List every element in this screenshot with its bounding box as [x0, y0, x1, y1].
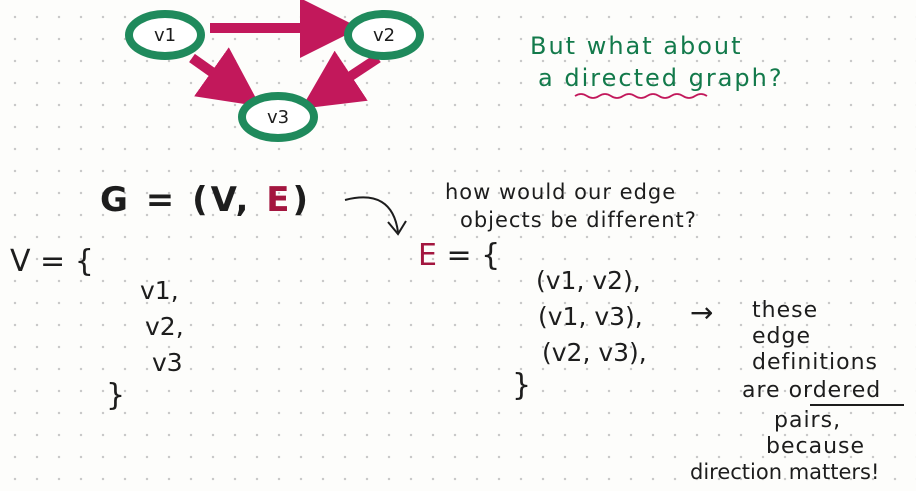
svg-text:v3: v3: [267, 107, 289, 128]
node-v1: v1: [125, 10, 205, 60]
question-prefix: a: [538, 64, 555, 92]
vertex-set-close: }: [106, 378, 126, 413]
edge-item-2: (v1, v3),: [538, 302, 643, 331]
explanation-line-3: definitions: [752, 350, 879, 375]
graph-definition: G = (V, E): [100, 180, 311, 220]
edge-v2-v3: [301, 50, 381, 109]
node-v2: v2: [344, 10, 424, 60]
question-suffix: graph?: [688, 64, 784, 92]
edge-v1-v3: [189, 47, 261, 107]
vertex-set-open: V = {: [10, 244, 94, 279]
edge-set-open: E = {: [418, 238, 500, 273]
svg-text:v1: v1: [154, 25, 176, 46]
edge-set-eq: = {: [436, 238, 501, 273]
svg-text:v2: v2: [373, 25, 395, 46]
directed-underline: [574, 93, 708, 99]
vertex-item-1: v1,: [140, 276, 179, 305]
explanation-line-4: are ordered: [742, 378, 881, 403]
edge-set-label: E: [418, 238, 437, 273]
definition-g: G = (V,: [100, 180, 267, 220]
note-line-2: objects be different?: [460, 208, 697, 232]
edge-item-1: (v1, v2),: [536, 266, 641, 295]
explanation-line-6: because: [766, 434, 866, 459]
explanation-line-5: pairs,: [774, 408, 842, 433]
node-v3: v3: [238, 92, 318, 142]
note-line-1: how would our edge: [445, 180, 677, 204]
explanation-line-2: edge: [752, 324, 811, 349]
edge-item-3: (v2, v3),: [542, 338, 647, 367]
question-emphasis: directed: [564, 64, 679, 92]
curved-arrow: [344, 196, 399, 233]
explanation-line-7: direction matters!: [690, 460, 880, 484]
definition-e: E: [266, 180, 293, 220]
explanation-are: are: [742, 378, 781, 403]
edge-set-close: }: [512, 368, 532, 403]
definition-close: ): [292, 180, 312, 220]
question-line-2: a directed graph?: [538, 64, 784, 92]
explanation-ordered: ordered: [788, 378, 882, 403]
vertex-item-2: v2,: [145, 312, 184, 341]
question-line-1: But what about: [530, 32, 743, 60]
vertex-item-3: v3: [152, 348, 183, 377]
explanation-line-1: these: [752, 298, 819, 323]
explanation-arrow: →: [690, 296, 714, 329]
curved-arrow-head: [387, 220, 407, 236]
